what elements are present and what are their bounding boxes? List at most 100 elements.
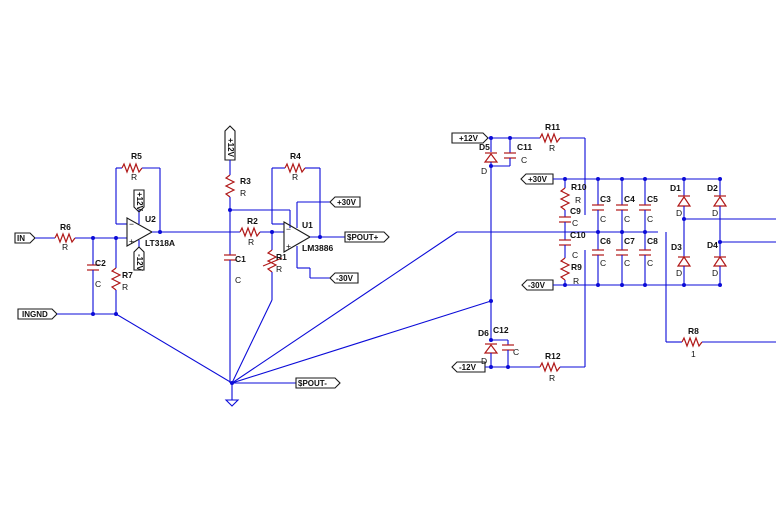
resistor-r9[interactable] bbox=[559, 257, 571, 281]
spout-minus-label: $POUT- bbox=[298, 379, 327, 388]
c3-value: C bbox=[600, 214, 606, 224]
d3-ref: D3 bbox=[671, 242, 682, 252]
opamp-u2[interactable] bbox=[126, 217, 154, 247]
resistor-r4[interactable] bbox=[284, 162, 306, 174]
regulator-top: +12V R11 R D5 D C11 C bbox=[451, 122, 586, 340]
u2-vpos-flag[interactable] bbox=[133, 189, 145, 213]
r6-ref: R6 bbox=[60, 222, 71, 232]
r4-ref: R4 bbox=[290, 151, 301, 161]
resistor-r3[interactable] bbox=[224, 174, 236, 198]
d4-ref: D4 bbox=[707, 240, 718, 250]
r4-value: R bbox=[292, 172, 298, 182]
ground-symbol-icon bbox=[224, 399, 240, 407]
rail-12v-flag[interactable] bbox=[224, 125, 236, 161]
c10-value: C bbox=[572, 250, 578, 260]
r2-ref: R2 bbox=[247, 216, 258, 226]
spout-minus-port[interactable] bbox=[295, 377, 341, 389]
r7-value: R bbox=[122, 282, 128, 292]
in-port[interactable] bbox=[14, 232, 36, 244]
c5-value: C bbox=[647, 214, 653, 224]
r2-value: R bbox=[248, 237, 254, 247]
capacitor-c6[interactable] bbox=[592, 249, 604, 256]
resistor-r1[interactable] bbox=[266, 249, 278, 273]
c8-value: C bbox=[647, 258, 653, 268]
resistor-r11[interactable] bbox=[539, 132, 561, 144]
rail-12v-label: +12V bbox=[226, 138, 235, 158]
capacitor-c10[interactable] bbox=[559, 239, 571, 246]
u2-part: LT318A bbox=[145, 238, 175, 248]
opamp-u1[interactable] bbox=[283, 221, 312, 253]
d6-value: D bbox=[481, 356, 487, 366]
r3-ref: R3 bbox=[240, 176, 251, 186]
bias-network: +12V R3 R C1 C bbox=[224, 125, 291, 383]
capacitor-c8[interactable] bbox=[639, 249, 651, 256]
c6-value: C bbox=[600, 258, 606, 268]
diode-d1[interactable] bbox=[676, 195, 692, 207]
amp-v30p-port[interactable] bbox=[329, 196, 361, 208]
u1-ref: U1 bbox=[302, 220, 313, 230]
c11-ref: C11 bbox=[517, 142, 532, 152]
top-v12p-label: +12V bbox=[459, 134, 479, 143]
capacitor-c7[interactable] bbox=[616, 249, 628, 256]
diode-d6[interactable] bbox=[483, 343, 499, 354]
r5-value: R bbox=[131, 172, 137, 182]
c7-value: C bbox=[624, 258, 630, 268]
c2-ref: C2 bbox=[95, 258, 106, 268]
spout-plus-label: $POUT+ bbox=[347, 233, 379, 242]
c7-ref: C7 bbox=[624, 236, 635, 246]
d2-value: D bbox=[712, 208, 718, 218]
r12-ref: R12 bbox=[545, 351, 561, 361]
resistor-r2[interactable] bbox=[239, 226, 261, 238]
amp-v30n-port[interactable] bbox=[329, 272, 359, 284]
resistor-r8[interactable] bbox=[681, 336, 703, 348]
c3-ref: C3 bbox=[600, 194, 611, 204]
ingnd-port-label: INGND bbox=[22, 310, 48, 319]
resistor-r12[interactable] bbox=[539, 361, 561, 373]
u1-part: LM3886 bbox=[302, 243, 333, 253]
c4-value: C bbox=[624, 214, 630, 224]
d4-value: D bbox=[712, 268, 718, 278]
capacitor-c5[interactable] bbox=[639, 204, 651, 211]
amp-v30p-label: +30V bbox=[337, 198, 357, 207]
resistor-r7[interactable] bbox=[110, 267, 122, 291]
top-v12p-port[interactable] bbox=[451, 132, 489, 144]
diode-d5[interactable] bbox=[483, 152, 499, 163]
r8-ref: R8 bbox=[688, 326, 699, 336]
c4-ref: C4 bbox=[624, 194, 635, 204]
c1-ref: C1 bbox=[235, 254, 246, 264]
c12-value: C bbox=[513, 347, 519, 357]
resistor-r5[interactable] bbox=[121, 162, 143, 174]
capacitor-c3[interactable] bbox=[592, 204, 604, 211]
r7-ref: R7 bbox=[122, 270, 133, 280]
r11-ref: R11 bbox=[545, 122, 560, 132]
u2-vneg-flag[interactable] bbox=[133, 246, 145, 271]
r10-value: R bbox=[575, 195, 581, 205]
capacitor-c4[interactable] bbox=[616, 204, 628, 211]
capacitor-c9[interactable] bbox=[559, 216, 571, 223]
amp-v30n-label: -30V bbox=[336, 274, 354, 283]
r6-value: R bbox=[62, 242, 68, 252]
in-port-label: IN bbox=[17, 234, 25, 243]
c6-ref: C6 bbox=[600, 236, 611, 246]
supply-filter: +30V -30V R10 R C9 C C10 C R9 R bbox=[520, 173, 776, 359]
d5-ref: D5 bbox=[479, 142, 490, 152]
resistor-r10[interactable] bbox=[559, 187, 571, 211]
c1-value: C bbox=[235, 275, 241, 285]
d1-value: D bbox=[676, 208, 682, 218]
c8-ref: C8 bbox=[647, 236, 658, 246]
r5-ref: R5 bbox=[131, 151, 142, 161]
r9-value: R bbox=[573, 276, 579, 286]
diode-d2[interactable] bbox=[712, 195, 728, 207]
c5-ref: C5 bbox=[647, 194, 658, 204]
ingnd-port[interactable] bbox=[17, 308, 58, 320]
regulator-bottom: D6 D C12 C -12V R12 R bbox=[451, 250, 586, 383]
u2-ref: U2 bbox=[145, 214, 156, 224]
spout-plus-port[interactable] bbox=[344, 231, 390, 243]
resistor-r6[interactable] bbox=[54, 232, 76, 244]
sup-v30p-label: +30V bbox=[528, 175, 548, 184]
r3-value: R bbox=[240, 188, 246, 198]
r1-ref: R1 bbox=[276, 252, 287, 262]
diode-d3[interactable] bbox=[676, 255, 692, 267]
capacitor-c11[interactable] bbox=[504, 152, 516, 159]
diode-d4[interactable] bbox=[712, 255, 728, 267]
